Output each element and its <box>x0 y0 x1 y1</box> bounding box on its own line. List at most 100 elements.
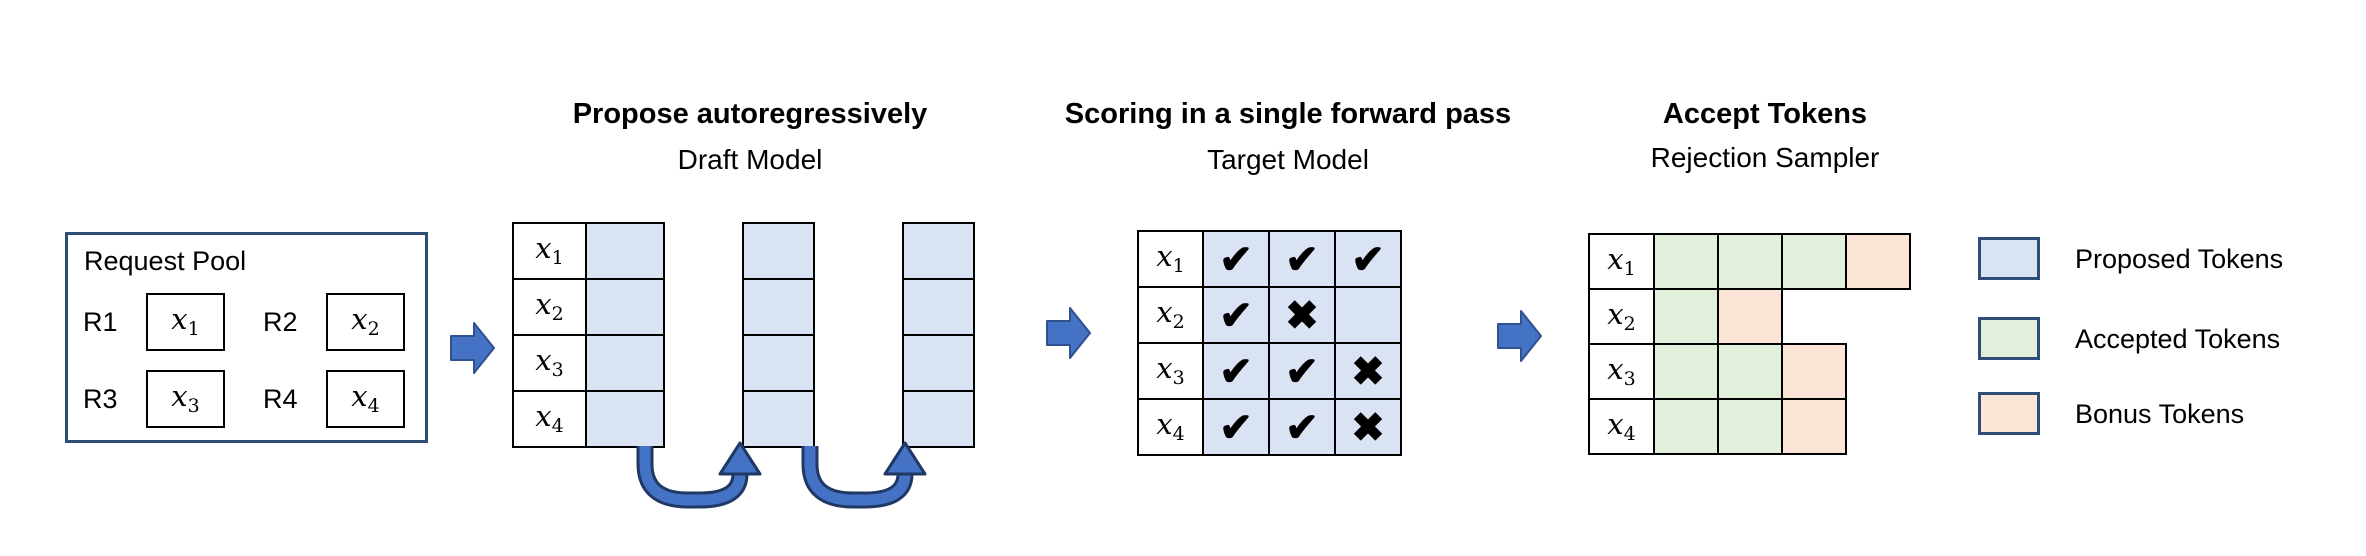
draft-proposed-cell <box>587 336 663 390</box>
draft-proposed-cell <box>904 224 973 278</box>
cross-mark-icon: ✖ <box>1285 294 1319 338</box>
draft-proposal-column-2 <box>742 222 815 448</box>
token-label: x3 <box>1156 351 1185 389</box>
request-token-box: x3 <box>146 370 225 428</box>
accept-grid-row: x2 <box>1588 288 1911 345</box>
accepted-token-cell <box>1653 343 1719 400</box>
accepted-swatch <box>1978 317 2040 360</box>
target-row-label-cell: x4 <box>1139 400 1202 454</box>
accept-row-label-cell: x1 <box>1588 233 1655 290</box>
check-mark-icon: ✔ <box>1285 350 1319 394</box>
accept-row-label-cell: x2 <box>1588 288 1655 345</box>
target-cross-cell: ✖ <box>1336 400 1400 454</box>
accept-grid-row: x3 <box>1588 343 1911 400</box>
target-section-title: Scoring in a single forward pass <box>1064 98 1512 130</box>
token-label: x1 <box>1156 239 1185 277</box>
accepted-token-cell <box>1653 233 1719 290</box>
accepted-token-cell <box>1653 288 1719 345</box>
loop-arrow-icon <box>801 441 927 509</box>
token-label: x1 <box>535 231 564 269</box>
accepted-token-cell <box>1653 398 1719 455</box>
flow-arrow-icon <box>450 322 495 374</box>
bonus-token-cell <box>1781 343 1847 400</box>
token-label: x4 <box>1607 406 1636 445</box>
draft-proposal-column-3 <box>902 222 975 448</box>
check-mark-icon: ✔ <box>1219 406 1253 450</box>
target-check-cell: ✔ <box>1270 400 1334 454</box>
draft-proposed-cell <box>587 280 663 334</box>
token-label: x3 <box>535 343 564 381</box>
check-mark-icon: ✔ <box>1219 294 1253 338</box>
target-check-cell: ✔ <box>1336 232 1400 286</box>
target-check-cell: ✔ <box>1204 344 1268 398</box>
accept-section-title: Accept Tokens <box>1662 98 1868 130</box>
target-row-label-cell: x1 <box>1139 232 1202 286</box>
accept-grid-row: x4 <box>1588 398 1911 455</box>
request-token-box: x1 <box>146 293 225 351</box>
cross-mark-icon: ✖ <box>1351 406 1385 450</box>
target-check-cell: ✔ <box>1270 232 1334 286</box>
request-id: R3 <box>83 384 118 414</box>
token-label: x4 <box>535 399 564 437</box>
loop-arrow-icon <box>636 441 762 509</box>
token-label: x1 <box>1607 241 1636 280</box>
accept-grid-row: x1 <box>1588 233 1911 290</box>
flow-arrow-icon <box>1046 307 1091 359</box>
accepted-token-cell <box>1717 398 1783 455</box>
draft-section-subtitle: Draft Model <box>677 144 823 175</box>
proposed-swatch <box>1978 237 2040 280</box>
accept-section-subtitle: Rejection Sampler <box>1650 142 1880 173</box>
draft-proposed-cell <box>744 280 813 334</box>
accept-token-grid: x1 x2 x3 x4 <box>1588 233 1911 455</box>
target-cross-cell: ✖ <box>1270 288 1334 342</box>
draft-proposed-cell <box>587 392 663 446</box>
draft-row-label-cell: x1 <box>514 224 585 278</box>
bonus-swatch <box>1978 392 2040 435</box>
check-mark-icon: ✔ <box>1219 238 1253 282</box>
draft-proposed-cell <box>587 224 663 278</box>
draft-proposed-cell <box>904 392 973 446</box>
accept-row-label-cell: x4 <box>1588 398 1655 455</box>
draft-section-title: Propose autoregressively <box>572 98 928 130</box>
draft-row-label-cell: x4 <box>514 392 585 446</box>
draft-proposed-cell <box>744 336 813 390</box>
target-check-cell: ✔ <box>1204 232 1268 286</box>
target-section-subtitle: Target Model <box>1207 144 1369 175</box>
token-label: x2 <box>1607 296 1636 335</box>
cross-mark-icon: ✖ <box>1351 350 1385 394</box>
target-row-label-cell: x3 <box>1139 344 1202 398</box>
legend-label: Proposed Tokens <box>2075 244 2284 274</box>
token-label: x4 <box>1156 407 1185 445</box>
token-label: x2 <box>535 287 564 325</box>
target-check-cell: ✔ <box>1204 288 1268 342</box>
legend-label: Bonus Tokens <box>2075 399 2245 429</box>
accepted-token-cell <box>1781 233 1847 290</box>
request-id: R4 <box>263 384 298 414</box>
token-label: x3 <box>171 379 200 417</box>
target-cross-cell: ✖ <box>1336 344 1400 398</box>
target-check-cell: ✔ <box>1270 344 1334 398</box>
target-check-cell: ✔ <box>1204 400 1268 454</box>
token-label: x3 <box>1607 351 1636 390</box>
request-token-box: x2 <box>326 293 405 351</box>
bonus-token-cell <box>1781 398 1847 455</box>
bonus-token-cell <box>1845 233 1911 290</box>
target-none-cell <box>1336 288 1400 342</box>
request-id: R2 <box>263 307 298 337</box>
check-mark-icon: ✔ <box>1285 406 1319 450</box>
accept-row-label-cell: x3 <box>1588 343 1655 400</box>
accepted-token-cell <box>1717 233 1783 290</box>
draft-proposed-cell <box>744 224 813 278</box>
draft-proposed-cell <box>904 336 973 390</box>
check-mark-icon: ✔ <box>1219 350 1253 394</box>
token-label: x4 <box>351 379 380 417</box>
draft-token-grid: x1 x2 x3 x4 <box>512 222 665 448</box>
flow-arrow-icon <box>1497 310 1542 362</box>
request-id: R1 <box>83 307 118 337</box>
token-label: x2 <box>351 302 380 340</box>
request-pool-title: Request Pool <box>84 246 247 276</box>
request-token-box: x4 <box>326 370 405 428</box>
draft-row-label-cell: x3 <box>514 336 585 390</box>
check-mark-icon: ✔ <box>1351 238 1385 282</box>
